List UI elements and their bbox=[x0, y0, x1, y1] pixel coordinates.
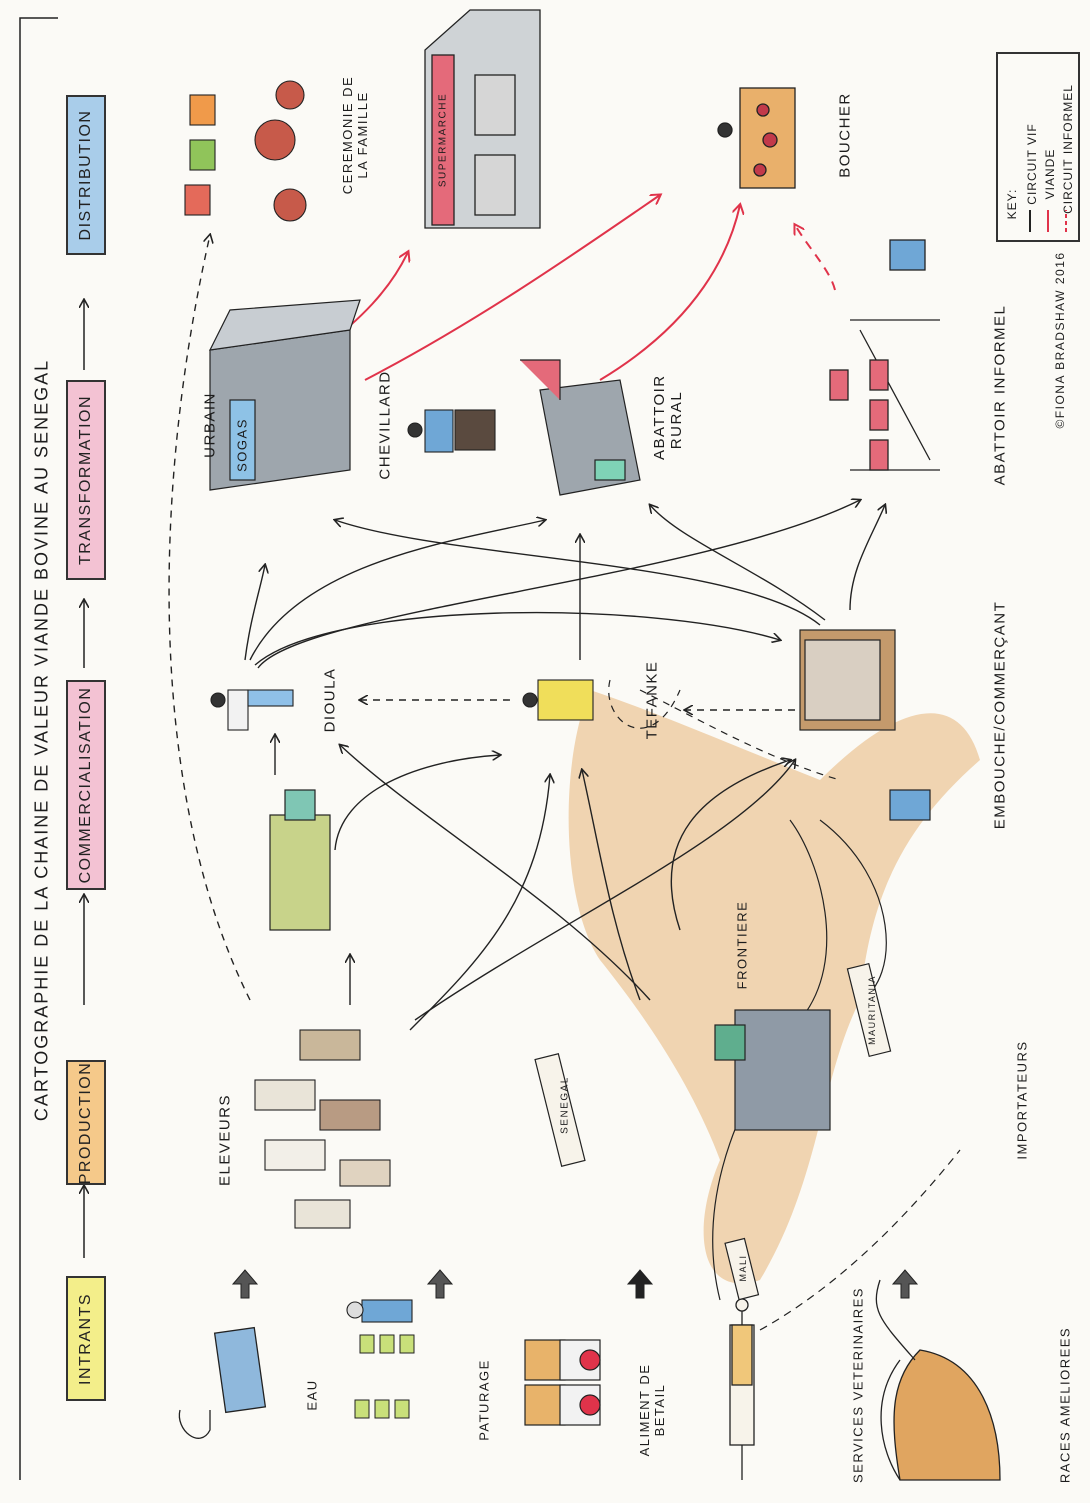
label-abattoir-informel: ABATTOIR INFORMEL bbox=[991, 304, 1009, 486]
label-paturage: PATURAGE bbox=[476, 1359, 492, 1441]
key-item-circuit-informel: CIRCUIT INFORMEL bbox=[1061, 84, 1075, 214]
stage-label: DISTRIBUTION bbox=[77, 109, 94, 241]
stage-label: COMMERCIALISATION bbox=[77, 686, 94, 884]
label-aliment: ALIMENT DE BETAIL bbox=[637, 1363, 667, 1457]
herder-figure bbox=[346, 1299, 413, 1323]
cattle-herd-icon bbox=[254, 1029, 391, 1229]
tefanke-figure bbox=[522, 679, 594, 721]
syringe-icon bbox=[729, 1298, 755, 1480]
label-chevillard: CHEVILLARD bbox=[376, 370, 394, 480]
label-urbain: URBAIN bbox=[201, 392, 219, 458]
stage-label: TRANSFORMATION bbox=[77, 394, 94, 566]
sign-mali: MALI bbox=[738, 1254, 748, 1282]
livestock-truck-icon bbox=[269, 789, 331, 931]
grass-icon bbox=[354, 1334, 415, 1419]
stage-intrants: INTRANTS bbox=[66, 1276, 106, 1401]
ceremony-figures bbox=[184, 80, 307, 222]
water-tap-icon bbox=[178, 1326, 267, 1439]
sogas-abattoir-icon bbox=[208, 299, 361, 491]
label-embouche: EMBOUCHE/COMMERÇANT bbox=[991, 600, 1009, 830]
stage-transformation: TRANSFORMATION bbox=[66, 380, 106, 580]
label-tefanke: TEFANKE bbox=[643, 660, 661, 740]
supermarket-icon bbox=[424, 9, 541, 229]
stage-label: PRODUCTION bbox=[77, 1061, 94, 1184]
feedlot-icon bbox=[799, 629, 931, 821]
label-races: RACES AMELIOREES bbox=[1057, 1326, 1073, 1484]
label-importateurs: IMPORTATEURS bbox=[1014, 1040, 1030, 1160]
rural-abattoir-icon bbox=[520, 359, 641, 496]
credit: ©FIONA BRADSHAW 2016 bbox=[1053, 251, 1067, 429]
label-frontiere: FRONTIERE bbox=[734, 900, 750, 990]
label-boucher: BOUCHER bbox=[836, 92, 854, 178]
key-item-circuit-vif: CIRCUIT VIF bbox=[1025, 123, 1039, 205]
cattle-head-icon bbox=[875, 1279, 1001, 1481]
legend-key: KEY: CIRCUIT VIF VIANDE CIRCUIT INFORMEL bbox=[996, 52, 1080, 242]
butcher-stall-icon bbox=[717, 87, 796, 189]
label-supermarche: SUPERMARCHE bbox=[437, 92, 449, 188]
border-region bbox=[568, 679, 980, 1331]
label-services: SERVICES VETERINAIRES bbox=[850, 1287, 866, 1483]
label-dioula: DIOULA bbox=[321, 667, 339, 733]
stage-distribution: DISTRIBUTION bbox=[66, 95, 106, 255]
informal-arrows bbox=[168, 235, 795, 1001]
live-circuit-arrows bbox=[244, 500, 885, 1031]
key-item-viande: VIANDE bbox=[1043, 148, 1057, 200]
label-eleveurs: ELEVEURS bbox=[216, 1093, 234, 1187]
key-samples bbox=[1029, 210, 1067, 232]
label-sogas: SOGAS bbox=[234, 418, 250, 472]
stage-production: PRODUCTION bbox=[66, 1060, 106, 1185]
sign-mauritania: MAURITANIA bbox=[867, 975, 877, 1045]
stage-commercialisation: COMMERCIALISATION bbox=[66, 680, 106, 890]
border-truck-icon bbox=[714, 1009, 831, 1131]
label-ceremonie: CEREMONIE DE LA FAMILLE bbox=[340, 75, 370, 195]
meat-arrows bbox=[319, 195, 836, 381]
label-eau: EAU bbox=[304, 1379, 320, 1411]
stage-label: INTRANTS bbox=[77, 1292, 94, 1385]
label-abattoir-rural: ABATTOIR RURAL bbox=[651, 374, 685, 460]
chevillard-figure bbox=[407, 409, 496, 453]
feed-bags-icon bbox=[524, 1339, 601, 1426]
input-arrows bbox=[231, 1269, 919, 1299]
diagram-title: CARTOGRAPHIE DE LA CHAINE DE VALEUR VIAN… bbox=[31, 358, 52, 1122]
key-title: KEY: bbox=[1005, 188, 1019, 220]
dioula-figure bbox=[210, 689, 294, 731]
title-frame bbox=[19, 17, 58, 1480]
informal-abattoir-icon bbox=[829, 239, 940, 471]
sign-senegal: SENEGAL bbox=[559, 1076, 571, 1134]
border-signposts bbox=[534, 962, 892, 1301]
